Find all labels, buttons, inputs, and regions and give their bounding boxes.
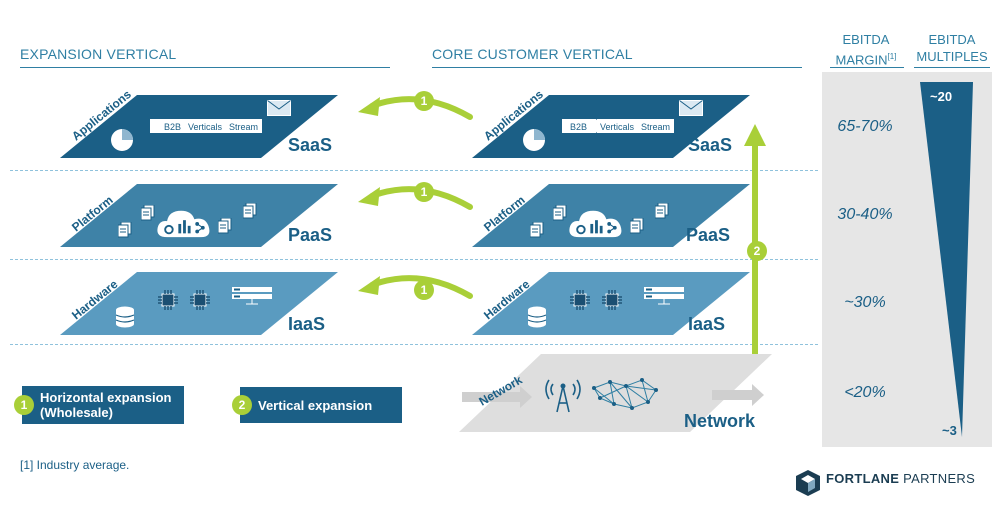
right-chip-stream: Stream <box>641 122 670 132</box>
legend-badge-1: 1 <box>14 395 34 415</box>
badge-text-1b: 1 <box>421 185 428 199</box>
left-chip-stream: Stream <box>229 122 258 132</box>
left-saas-layer <box>60 95 338 158</box>
core-vertical-header: CORE CUSTOMER VERTICAL <box>432 46 633 62</box>
multiple-high: ~20 <box>930 89 953 104</box>
separator-1 <box>10 170 818 171</box>
left-iaas-name: IaaS <box>288 314 325 334</box>
margin-network: <20% <box>844 384 886 401</box>
right-iaas-layer <box>472 272 750 335</box>
right-chip-verticals: Verticals <box>600 122 635 132</box>
right-paas-layer <box>472 184 750 247</box>
expansion-vertical-header: EXPANSION VERTICAL <box>20 46 177 62</box>
left-paas-name: PaaS <box>288 225 332 245</box>
left-paas-layer <box>60 184 338 247</box>
legend-vertical-expansion: 2 Vertical expansion <box>232 387 402 423</box>
left-chip-verticals: Verticals <box>188 122 223 132</box>
fortlane-logo-icon <box>796 470 820 496</box>
ebitda-multiples-header: EBITDA MULTIPLES <box>916 32 988 64</box>
separator-2 <box>10 259 818 260</box>
margin-paas: 30-40% <box>837 206 893 223</box>
multiples-wedge <box>920 82 973 437</box>
right-saas-name: SaaS <box>688 135 732 155</box>
vertical-expansion-arrow <box>744 124 766 354</box>
horizontal-arrow-heads <box>358 97 380 295</box>
right-network-layer <box>459 354 772 432</box>
legend-horizontal-sublabel: (Wholesale) <box>40 405 113 420</box>
legend-vertical-label: Vertical expansion <box>258 397 373 413</box>
legend-horizontal-expansion: 1 Horizontal expansion (Wholesale) <box>14 386 184 424</box>
margin-iaas: ~30% <box>844 294 886 311</box>
logo-text: FORTLANE PARTNERS <box>826 471 976 486</box>
legend-badge-2: 2 <box>232 395 252 415</box>
badge-text-1c: 1 <box>421 283 428 297</box>
right-paas-name: PaaS <box>686 225 730 245</box>
margin-header-rule <box>830 67 904 68</box>
company-logo: FORTLANE PARTNERS <box>826 471 975 486</box>
right-network-name: Network <box>684 411 756 431</box>
legend-horizontal-label: Horizontal expansion <box>40 390 172 405</box>
left-chip-b2b: B2B <box>164 122 181 132</box>
footnote: [1] Industry average. <box>20 458 130 472</box>
multiple-low: ~3 <box>942 423 957 438</box>
badge-circles <box>414 91 767 300</box>
left-saas-name: SaaS <box>288 135 332 155</box>
right-chip-b2b: B2B <box>570 122 587 132</box>
core-header-rule <box>432 67 802 68</box>
ebitda-margin-header: EBITDA MARGIN[1] <box>835 32 897 68</box>
badge-text-1a: 1 <box>421 94 428 108</box>
right-iaas-name: IaaS <box>688 314 725 334</box>
multiples-header-rule <box>914 67 990 68</box>
badge-text-2: 2 <box>754 244 761 258</box>
margin-saas: 65-70% <box>837 118 893 135</box>
left-iaas-layer <box>60 272 338 335</box>
expansion-header-rule <box>20 67 390 68</box>
separator-3 <box>10 344 818 345</box>
right-saas-layer <box>472 95 750 158</box>
